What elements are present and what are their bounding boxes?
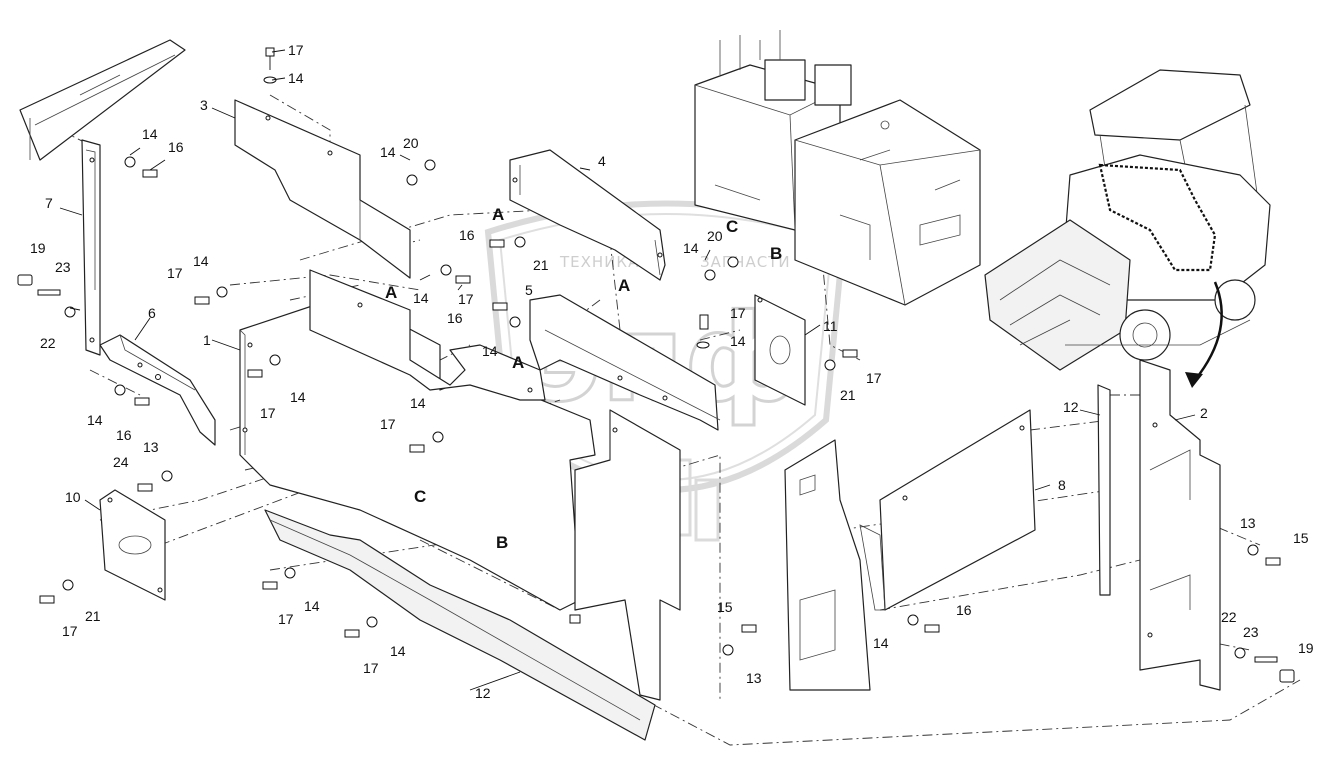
callout-14: 14: [290, 389, 306, 405]
callout-14: 14: [142, 126, 158, 142]
callout-14: 14: [730, 333, 746, 349]
ref-letter-a: A: [492, 205, 504, 224]
strip-12-right: [1097, 384, 1111, 596]
bracket-7: [81, 139, 101, 356]
callout-14: 14: [410, 395, 426, 411]
callout-17: 17: [458, 291, 474, 307]
callout-16: 16: [447, 310, 463, 326]
ref-letter-a: A: [512, 353, 524, 372]
callout-14: 14: [380, 144, 396, 160]
paver-machine: [984, 69, 1271, 388]
callout-14: 14: [482, 343, 498, 359]
panel-11: [754, 294, 806, 406]
ref-letter-c: C: [414, 487, 426, 506]
callout-14: 14: [873, 635, 889, 651]
panel-3: [234, 99, 411, 279]
callout-17: 17: [730, 305, 746, 321]
callout-17: 17: [380, 416, 396, 432]
callout-14: 14: [413, 290, 429, 306]
panel-5: [529, 294, 721, 431]
ref-letter-b: B: [770, 244, 782, 263]
callout-16: 16: [168, 139, 184, 155]
callout-17: 17: [866, 370, 882, 386]
callout-7: 7: [45, 195, 53, 211]
callout-21: 21: [533, 257, 549, 273]
callout-22: 22: [40, 335, 56, 351]
callout-1: 1: [203, 332, 211, 348]
callout-19: 19: [30, 240, 46, 256]
bracket-2: [1139, 359, 1221, 691]
panel-8: [859, 409, 1036, 611]
callout-12: 12: [1063, 399, 1079, 415]
callout-17: 17: [288, 42, 304, 58]
callout-14: 14: [87, 412, 103, 428]
ref-letter-a: A: [385, 283, 397, 302]
callout-22: 22: [1221, 609, 1237, 625]
callout-16: 16: [459, 227, 475, 243]
ref-letter-b: B: [496, 533, 508, 552]
fasteners: [17, 47, 1295, 683]
callout-15: 15: [1293, 530, 1309, 546]
callout-17: 17: [278, 611, 294, 627]
callout-2: 2: [1200, 405, 1208, 421]
panel-center: [574, 409, 681, 701]
callout-19: 19: [1298, 640, 1314, 656]
callout-13: 13: [143, 439, 159, 455]
callout-13: 13: [1240, 515, 1256, 531]
callout-5: 5: [525, 282, 533, 298]
callout-16: 16: [956, 602, 972, 618]
watermark-line2: ЗАПЧАСТИ: [700, 253, 791, 271]
callout-14: 14: [193, 253, 209, 269]
callout-14: 14: [390, 643, 406, 659]
callout-numbers: 17 14 3 14 16 7 20 14 4 16 21 14 20 19 2…: [30, 42, 1314, 701]
callout-16: 16: [116, 427, 132, 443]
callout-20: 20: [707, 228, 723, 244]
callout-14: 14: [288, 70, 304, 86]
callout-17: 17: [62, 623, 78, 639]
callout-17: 17: [260, 405, 276, 421]
ref-letter-a: A: [618, 276, 630, 295]
panel-4: [509, 149, 666, 281]
strip-12: [264, 509, 656, 741]
callout-15: 15: [717, 599, 733, 615]
left-frame-rail: [19, 39, 186, 161]
callout-8: 8: [1058, 477, 1066, 493]
callout-4: 4: [598, 153, 606, 169]
tank-assembly: [694, 30, 981, 306]
watermark-line1: ТЕХНИКА: [559, 253, 639, 271]
callout-11: 11: [823, 318, 838, 334]
callout-14: 14: [683, 240, 699, 256]
ref-letter-c: C: [726, 217, 738, 236]
leader-lines: [59, 49, 1196, 691]
callout-14: 14: [304, 598, 320, 614]
callout-21: 21: [840, 387, 856, 403]
callout-13: 13: [746, 670, 762, 686]
callout-3: 3: [200, 97, 208, 113]
door-panel: [784, 439, 871, 691]
plate-10: [99, 489, 166, 601]
callout-10: 10: [65, 489, 81, 505]
callout-17: 17: [167, 265, 183, 281]
callout-23: 23: [55, 259, 71, 275]
reference-letters: A C B A A A C B: [385, 205, 782, 552]
callout-6: 6: [148, 305, 156, 321]
callout-12: 12: [475, 685, 491, 701]
callout-17: 17: [363, 660, 379, 676]
callout-20: 20: [403, 135, 419, 151]
callout-24: 24: [113, 454, 129, 470]
callout-21: 21: [85, 608, 101, 624]
bracket-6: [99, 334, 216, 446]
callout-23: 23: [1243, 624, 1259, 640]
